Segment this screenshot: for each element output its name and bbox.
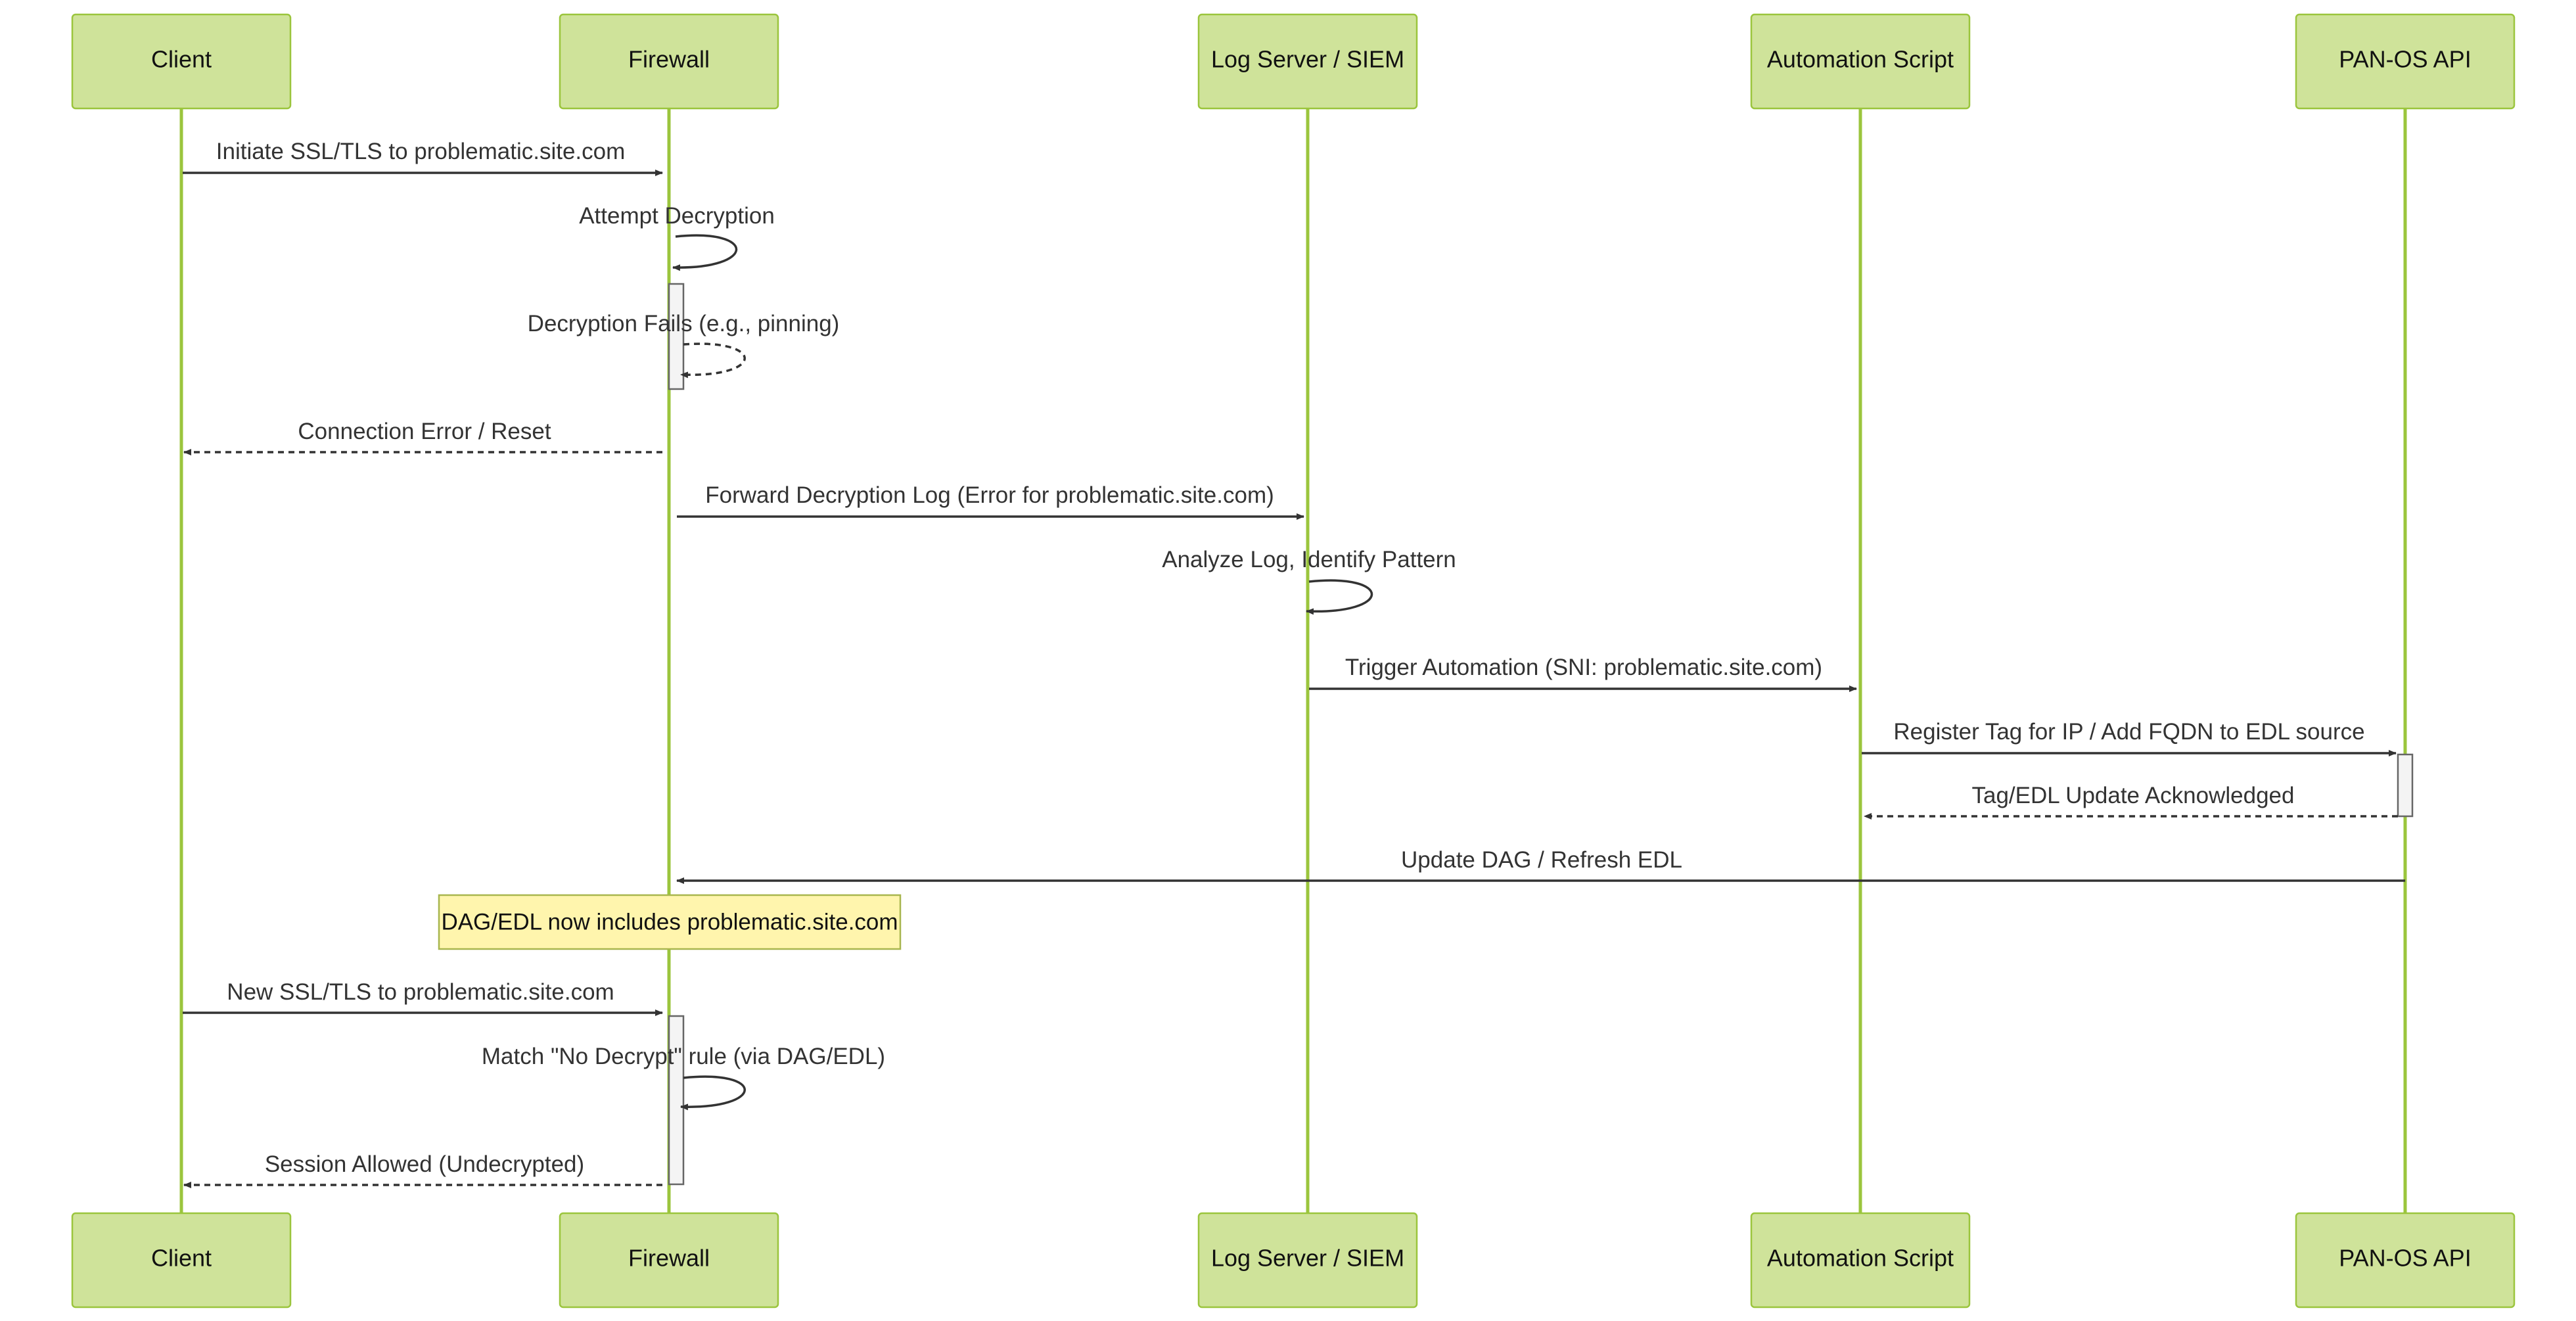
message-session-allowed: Session Allowed (Undecrypted) xyxy=(183,1151,662,1188)
actor-client-bottom[interactable]: Client xyxy=(71,1212,292,1309)
message-label: Analyze Log, Identify Pattern xyxy=(1162,547,1456,572)
activation-firewall-decryption-fail xyxy=(668,283,685,390)
actor-firewall-top[interactable]: Firewall xyxy=(559,13,779,110)
message-new-ssl: New SSL/TLS to problematic.site.com xyxy=(183,979,663,1016)
actor-label: PAN-OS API xyxy=(2339,46,2471,73)
message-match-no-decrypt: Match "No Decrypt" rule (via DAG/EDL) xyxy=(482,1044,885,1111)
messages: Initiate SSL/TLS to problematic.site.com… xyxy=(183,139,2405,1188)
message-attempt-decryption: Attempt Decryption xyxy=(579,203,775,271)
message-label: Decryption Fails (e.g., pinning) xyxy=(528,311,840,336)
message-label: Connection Error / Reset xyxy=(298,419,551,444)
message-label: Trigger Automation (SNI: problematic.sit… xyxy=(1345,655,1822,680)
actor-panos-bottom[interactable]: PAN-OS API xyxy=(2295,1212,2516,1309)
actor-siem-bottom[interactable]: Log Server / SIEM xyxy=(1197,1212,1418,1309)
actors-top: Client Firewall Log Server / SIEM Automa… xyxy=(71,13,2516,110)
message-update-acknowledged: Tag/EDL Update Acknowledged xyxy=(1864,783,2398,820)
actor-label: PAN-OS API xyxy=(2339,1245,2471,1272)
actor-label: Firewall xyxy=(628,1245,710,1272)
actor-label: Client xyxy=(151,1245,212,1272)
message-label: Update DAG / Refresh EDL xyxy=(1401,847,1682,873)
message-label: Match "No Decrypt" rule (via DAG/EDL) xyxy=(482,1044,885,1069)
actor-panos-top[interactable]: PAN-OS API xyxy=(2295,13,2516,110)
actor-label: Client xyxy=(151,46,212,73)
message-initiate-ssl: Initiate SSL/TLS to problematic.site.com xyxy=(183,139,663,176)
note-text: DAG/EDL now includes problematic.site.co… xyxy=(441,909,898,935)
actor-automation-top[interactable]: Automation Script xyxy=(1750,13,1971,110)
activation-firewall-new-session xyxy=(668,1015,685,1186)
message-label: New SSL/TLS to problematic.site.com xyxy=(227,979,614,1005)
message-update-dag: Update DAG / Refresh EDL xyxy=(676,847,2405,884)
message-register-tag: Register Tag for IP / Add FQDN to EDL so… xyxy=(1862,719,2397,756)
actor-label: Automation Script xyxy=(1767,1245,1954,1272)
actor-client-top[interactable]: Client xyxy=(71,13,292,110)
message-connection-error: Connection Error / Reset xyxy=(183,419,662,455)
actor-automation-bottom[interactable]: Automation Script xyxy=(1750,1212,1971,1309)
message-label: Session Allowed (Undecrypted) xyxy=(265,1151,584,1177)
actor-label: Automation Script xyxy=(1767,46,1954,73)
message-label: Tag/EDL Update Acknowledged xyxy=(1972,783,2295,808)
message-analyze-log: Analyze Log, Identify Pattern xyxy=(1162,547,1456,615)
message-label: Attempt Decryption xyxy=(579,203,775,229)
message-label: Register Tag for IP / Add FQDN to EDL so… xyxy=(1893,719,2364,745)
actors-bottom: Client Firewall Log Server / SIEM Automa… xyxy=(71,1212,2516,1309)
actor-label: Firewall xyxy=(628,46,710,73)
message-forward-log: Forward Decryption Log (Error for proble… xyxy=(677,482,1304,520)
message-label: Initiate SSL/TLS to problematic.site.com xyxy=(216,139,626,164)
actor-siem-top[interactable]: Log Server / SIEM xyxy=(1197,13,1418,110)
message-decryption-fails: Decryption Fails (e.g., pinning) xyxy=(528,311,840,379)
message-label: Forward Decryption Log (Error for proble… xyxy=(705,482,1274,508)
actor-firewall-bottom[interactable]: Firewall xyxy=(559,1212,779,1309)
activation-panos-update xyxy=(2397,753,2414,818)
note-dag-edl: DAG/EDL now includes problematic.site.co… xyxy=(438,894,902,950)
actor-label: Log Server / SIEM xyxy=(1211,46,1404,73)
message-trigger-automation: Trigger Automation (SNI: problematic.sit… xyxy=(1309,655,1857,692)
actor-label: Log Server / SIEM xyxy=(1211,1245,1404,1272)
